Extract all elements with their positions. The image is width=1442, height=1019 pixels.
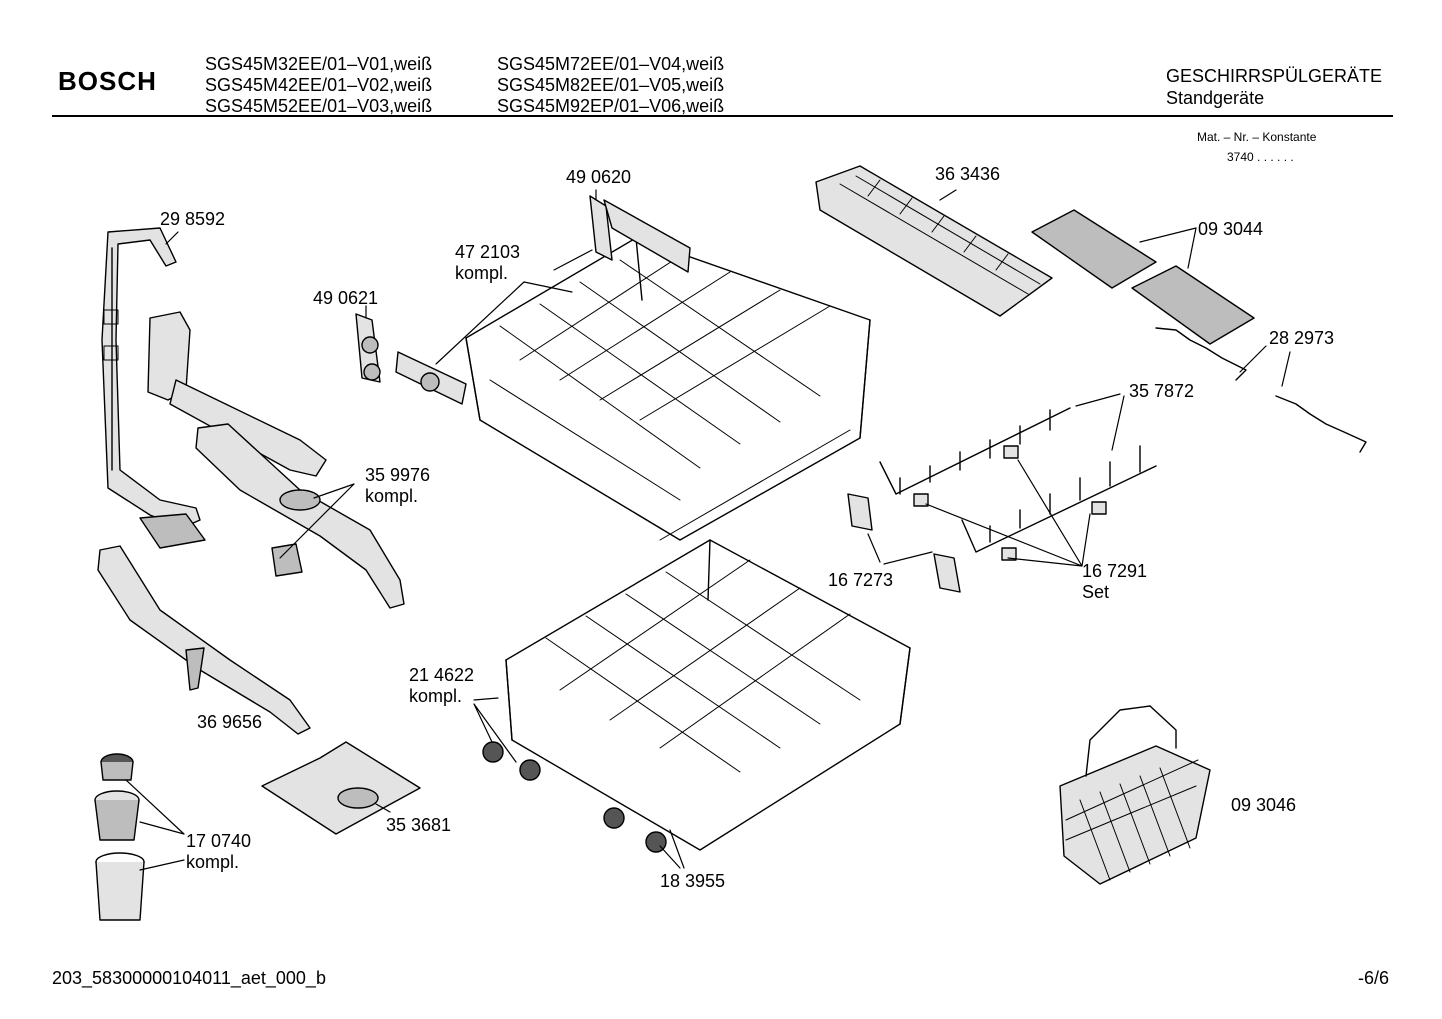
part-label-472103: 47 2103 kompl. bbox=[455, 242, 520, 284]
part-label-363436: 36 3436 bbox=[935, 164, 1001, 184]
part-label-353681: 35 3681 bbox=[386, 815, 452, 835]
material-label: Mat. – Nr. – Konstante bbox=[1197, 130, 1317, 144]
upper-basket bbox=[465, 237, 871, 541]
part-number: 47 2103 bbox=[455, 242, 521, 262]
material-value: 3740 . . . . . . bbox=[1227, 150, 1294, 164]
part-label-167291: 16 7291 Set bbox=[1082, 561, 1147, 603]
material-note: Mat. – Nr. – Konstante 3740 . . . . . . bbox=[1197, 127, 1316, 167]
category: GESCHIRRSPÜLGERÄTE bbox=[1166, 66, 1383, 86]
rack-hinges bbox=[1155, 327, 1367, 453]
basket-wheels bbox=[482, 741, 667, 853]
part-label-093046: 09 3046 bbox=[1231, 795, 1297, 815]
part-suffix: kompl. bbox=[455, 263, 509, 283]
part-label-183955: 18 3955 bbox=[660, 871, 726, 891]
part-label-167273: 16 7273 bbox=[828, 570, 894, 590]
model-item: SGS45M32EE/01–V01,weiß bbox=[205, 54, 433, 74]
subcategory: Standgeräte bbox=[1166, 88, 1265, 108]
cup-racks bbox=[1031, 209, 1255, 345]
model-item: SGS45M52EE/01–V03,weiß bbox=[205, 96, 433, 116]
part-label-093044: 09 3044 bbox=[1198, 219, 1264, 239]
document-id: 203_58300000104011_aet_000_b bbox=[52, 968, 326, 988]
part-label-214622: 21 4622 kompl. bbox=[409, 665, 474, 707]
page-number: -6/6 bbox=[1358, 968, 1390, 988]
model-list-1: SGS45M32EE/01–V01,weiß SGS45M42EE/01–V02… bbox=[205, 54, 432, 117]
part-label-490620: 49 0620 bbox=[566, 167, 632, 187]
part-label-170740: 17 0740 kompl. bbox=[186, 831, 251, 873]
lower-spray-arm bbox=[97, 545, 311, 735]
leader-lines bbox=[125, 189, 1291, 871]
part-label-357872: 35 7872 bbox=[1129, 381, 1195, 401]
supply-pipe bbox=[101, 227, 206, 549]
header-divider bbox=[52, 115, 1393, 117]
category-title: GESCHIRRSPÜLGERÄTE Standgeräte bbox=[1166, 65, 1382, 109]
part-suffix: kompl. bbox=[409, 686, 463, 706]
tine-rows bbox=[879, 407, 1157, 553]
part-number: 21 4622 bbox=[409, 665, 475, 685]
brand-logo: BOSCH bbox=[58, 66, 157, 96]
part-number: 35 9976 bbox=[365, 465, 431, 485]
part-suffix: kompl. bbox=[365, 486, 419, 506]
part-suffix: Set bbox=[1082, 582, 1110, 602]
upper-spray-arm bbox=[147, 311, 405, 609]
cutlery-basket bbox=[1059, 705, 1211, 885]
model-item: SGS45M72EE/01–V04,weiß bbox=[497, 54, 725, 74]
cutlery-tray bbox=[815, 165, 1053, 317]
part-label-490621: 49 0621 bbox=[313, 288, 379, 308]
sump-cover bbox=[261, 741, 421, 835]
model-item: SGS45M82EE/01–V05,weiß bbox=[497, 75, 725, 95]
part-label-298592: 29 8592 bbox=[160, 209, 226, 229]
model-item: SGS45M92EP/01–V06,weiß bbox=[497, 96, 725, 116]
part-suffix: kompl. bbox=[186, 852, 240, 872]
lower-basket bbox=[505, 539, 911, 851]
clips bbox=[847, 445, 1107, 593]
part-number: 17 0740 bbox=[186, 831, 252, 851]
part-label-359976: 35 9976 kompl. bbox=[365, 465, 430, 507]
part-label-282973: 28 2973 bbox=[1269, 328, 1335, 348]
part-label-369656: 36 9656 bbox=[197, 712, 263, 732]
basket-mounts bbox=[355, 195, 691, 405]
model-item: SGS45M42EE/01–V02,weiß bbox=[205, 75, 433, 95]
part-number: 16 7291 bbox=[1082, 561, 1148, 581]
filter-set bbox=[94, 753, 145, 921]
model-list-2: SGS45M72EE/01–V04,weiß SGS45M82EE/01–V05… bbox=[497, 54, 724, 117]
